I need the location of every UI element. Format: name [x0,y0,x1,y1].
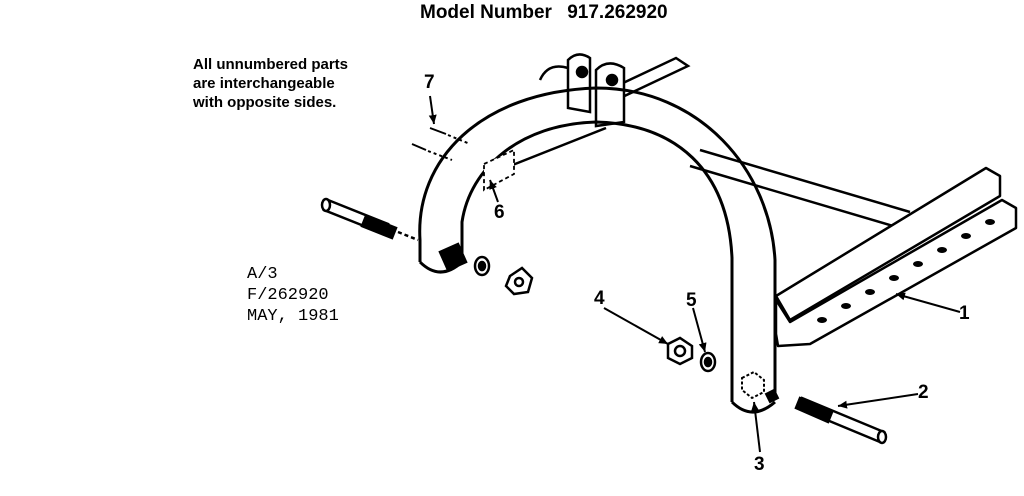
part-4-nut [666,336,694,366]
reference-line-3: MAY, 1981 [247,307,339,326]
part-7-screws [411,127,471,161]
note-line-2: are interchangeable [193,75,335,92]
part-1-hitch-bracket [774,166,1018,348]
interchangeable-parts-note: All unnumbered parts are interchangeable… [193,55,348,112]
diagram-title: Model Number 917.262920 [420,2,668,24]
callout-1: 1 [959,303,970,324]
part-2-threaded-stud [794,396,888,445]
part-5-washer [699,351,717,373]
model-number-label: Model Number [420,2,552,23]
callout-5: 5 [686,290,697,311]
reference-code-block: A/3 F/262920 MAY, 1981 [247,264,339,327]
leader-arrows [428,95,961,453]
note-line-3: with opposite sides. [193,94,337,111]
reference-line-1: A/3 [247,265,278,284]
top-clevis-plates [538,53,626,128]
callout-4: 4 [594,288,605,309]
left-nut-washer [438,242,534,296]
main-arch-tube [418,86,777,414]
reference-line-2: F/262920 [247,286,329,305]
part-3-nut [741,370,780,404]
callout-6: 6 [494,202,505,223]
callout-2: 2 [918,382,929,403]
left-threaded-stud [320,197,419,242]
callout-labels: 1 2 3 4 5 6 7 [424,72,970,475]
frame-tube [499,126,911,230]
model-number-value: 917.262920 [567,2,668,23]
note-line-1: All unnumbered parts [193,56,349,73]
callout-7: 7 [424,72,435,93]
callout-3: 3 [754,454,765,475]
